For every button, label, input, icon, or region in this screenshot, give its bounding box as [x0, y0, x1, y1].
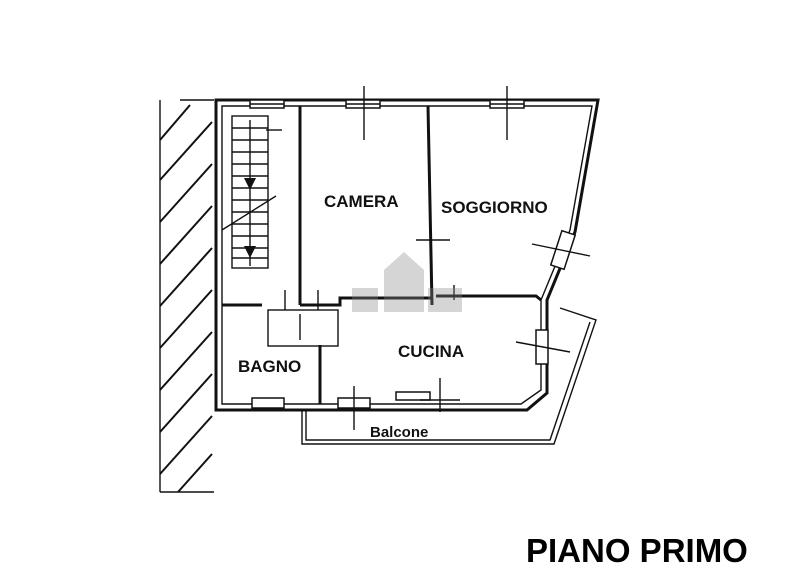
- room-label-bagno: BAGNO: [238, 357, 301, 376]
- top-windows: [249, 86, 525, 140]
- staircase: [221, 115, 282, 269]
- room-label-cucina: CUCINA: [398, 342, 464, 361]
- watermark-logo: [352, 252, 462, 312]
- room-label-soggiorno: SOGGIORNO: [441, 198, 548, 217]
- balcony-outline: [301, 307, 597, 445]
- right-windows: [515, 229, 591, 365]
- room-label-balcone: Balcone: [370, 424, 428, 441]
- floor-title: PIANO PRIMO: [526, 532, 748, 569]
- interior-walls: [222, 105, 542, 404]
- room-label-camera: CAMERA: [324, 192, 399, 211]
- bottom-windows: [251, 378, 460, 430]
- adjacent-building-hatching: [159, 99, 214, 493]
